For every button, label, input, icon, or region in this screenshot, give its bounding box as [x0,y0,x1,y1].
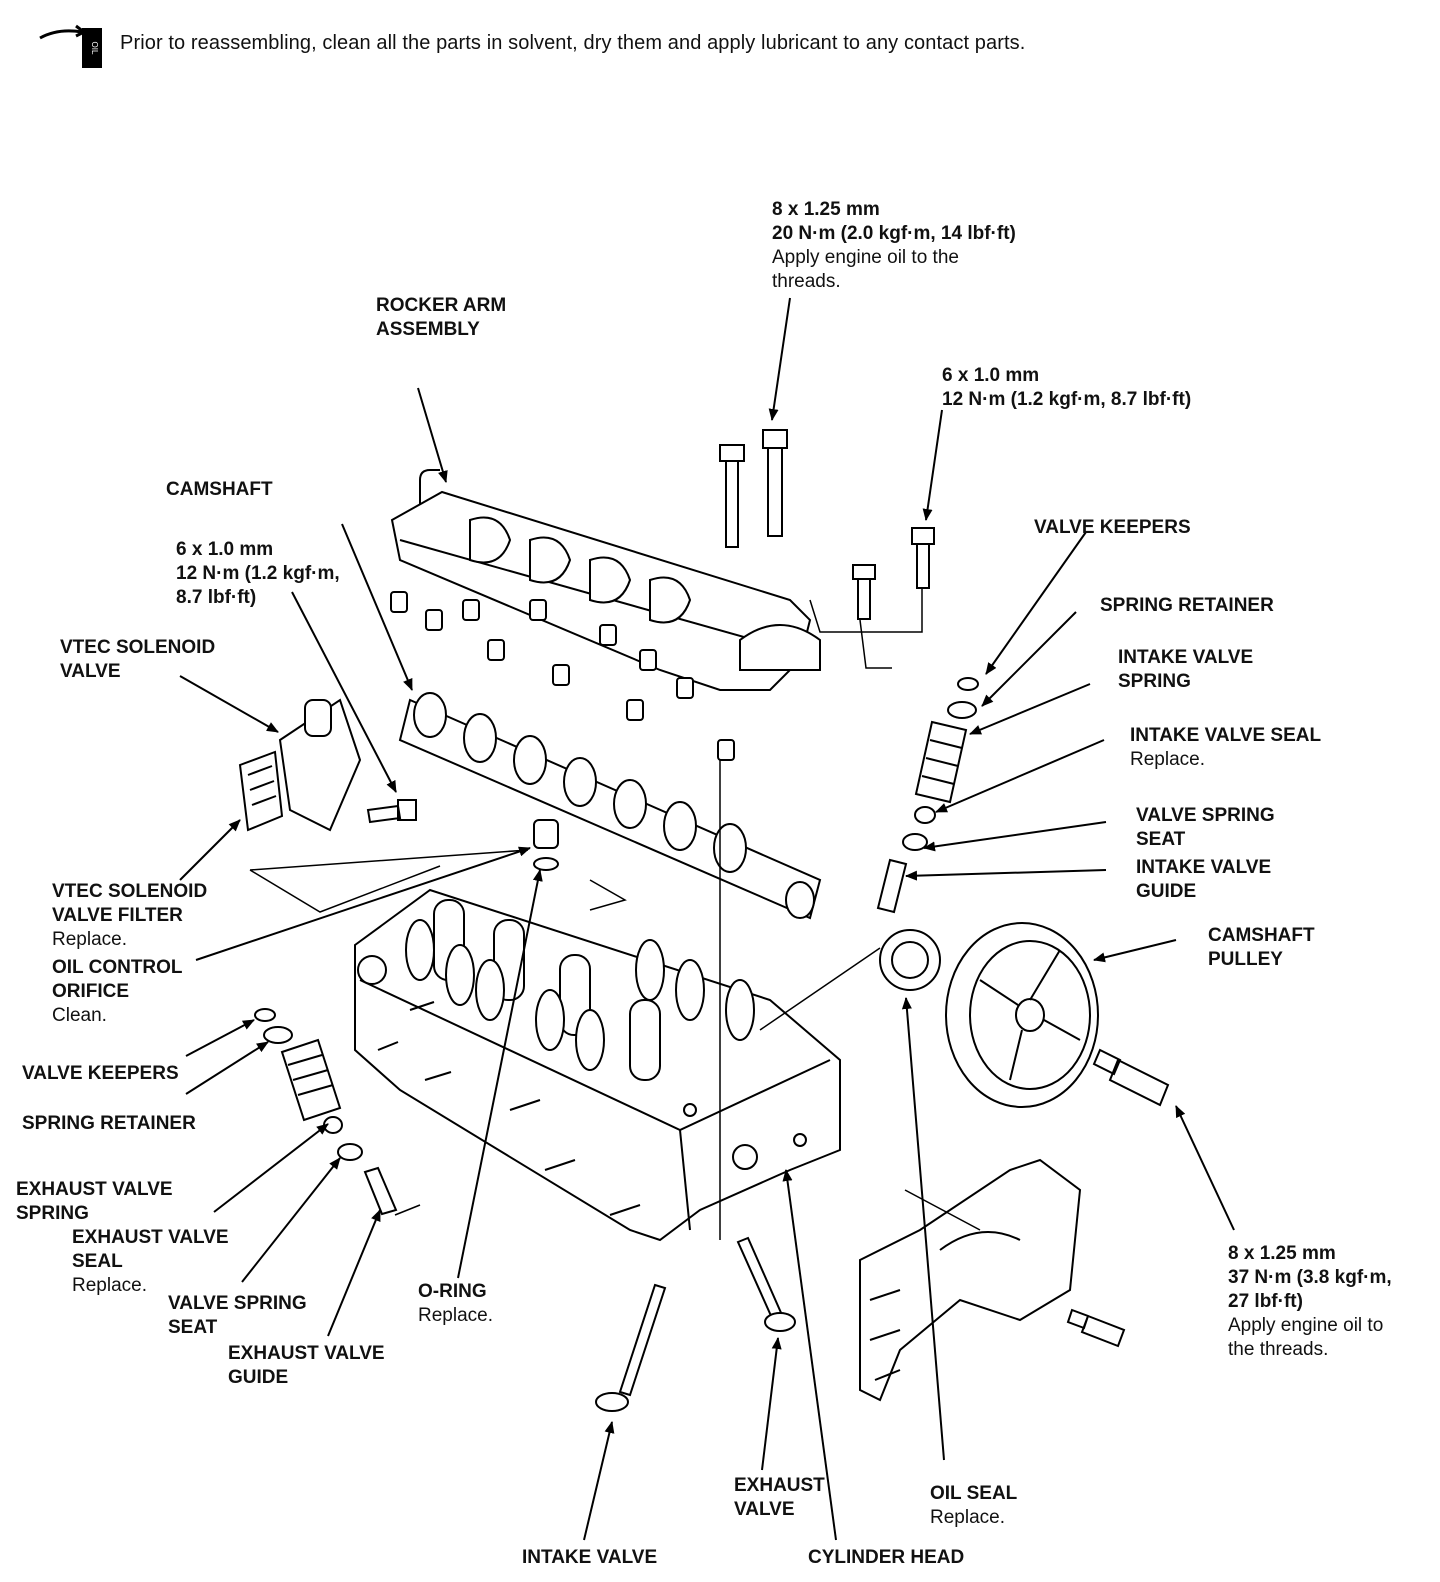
header: OIL Prior to reassembling, clean all the… [38,18,1418,68]
vtec-solenoid-valve-drawing [238,698,362,832]
assembly-reference-lines [249,588,981,1240]
cylinder-head-drawing [354,888,841,1242]
label-intake-valve-spring: INTAKE VALVE SPRING [1118,647,1254,692]
label-oil-control-orifice: OIL CONTROL ORIFICE Clean. [52,957,183,1026]
exhaust-valve-drawing [736,1236,796,1332]
rocker-arm-assembly-drawing [390,469,821,761]
label-exhaust-valve-seal: EXHAUST VALVE SEAL Replace. [72,1227,229,1296]
label-valve-spring-seat-right: VALVE SPRING SEAT [1136,805,1275,850]
label-bolt-pulley: 8 x 1.25 mm 37 N·m (3.8 kgf·m, 27 lbf·ft… [1228,1243,1392,1360]
label-bolt-top: 8 x 1.25 mm 20 N·m (2.0 kgf·m, 14 lbf·ft… [772,199,1016,292]
label-spring-retainer-left: SPRING RETAINER [22,1113,196,1134]
label-rocker-arm-assembly: ROCKER ARM ASSEMBLY [376,295,507,340]
camshaft-pulley-drawing [945,922,1099,1108]
label-vtec-solenoid-valve-filter: VTEC SOLENOID VALVE FILTER Replace. [52,881,208,950]
oil-icon-text: OIL [90,42,99,55]
right-valve-components-drawing [876,677,979,914]
leader-arrows [179,297,1235,1541]
label-valve-keepers-right: VALVE KEEPERS [1034,517,1191,538]
label-vtec-solenoid-valve: VTEC SOLENOID VALVE [60,637,216,682]
label-valve-spring-seat-left: VALVE SPRING SEAT [168,1293,307,1338]
label-intake-valve-guide: INTAKE VALVE GUIDE [1136,857,1272,902]
label-exhaust-valve: EXHAUST VALVE [734,1475,825,1520]
label-bolt-left: 6 x 1.0 mm 12 N·m (1.2 kgf·m, 8.7 lbf·ft… [176,539,340,608]
oil-seal-drawing [879,929,941,991]
bolt-drawings [366,429,1170,1348]
label-cylinder-head: CYLINDER HEAD [808,1547,965,1568]
label-intake-valve: INTAKE VALVE [522,1547,658,1568]
label-o-ring: O-RING Replace. [418,1281,493,1326]
label-spring-retainer-right: SPRING RETAINER [1100,595,1274,616]
camshaft-drawing [398,692,822,920]
left-valve-components-drawing [254,1008,398,1216]
timing-belt-back-cover-drawing [859,1158,1082,1402]
oil-control-orifice-drawing [533,819,559,871]
label-valve-keepers-left: VALVE KEEPERS [22,1063,179,1084]
label-bolt-right: 6 x 1.0 mm 12 N·m (1.2 kgf·m, 8.7 lbf·ft… [942,365,1192,410]
label-oil-seal: OIL SEAL Replace. [930,1483,1018,1528]
intake-valve-drawing [595,1283,667,1412]
label-intake-valve-seal: INTAKE VALVE SEAL Replace. [1130,725,1322,770]
label-camshaft: CAMSHAFT [166,479,273,500]
label-exhaust-valve-spring: EXHAUST VALVE SPRING [16,1179,173,1224]
label-exhaust-valve-guide: EXHAUST VALVE GUIDE [228,1343,385,1388]
header-instruction: Prior to reassembling, clean all the par… [120,32,1026,54]
label-camshaft-pulley: CAMSHAFT PULLEY [1208,925,1315,970]
oil-can-icon: OIL [39,24,102,68]
